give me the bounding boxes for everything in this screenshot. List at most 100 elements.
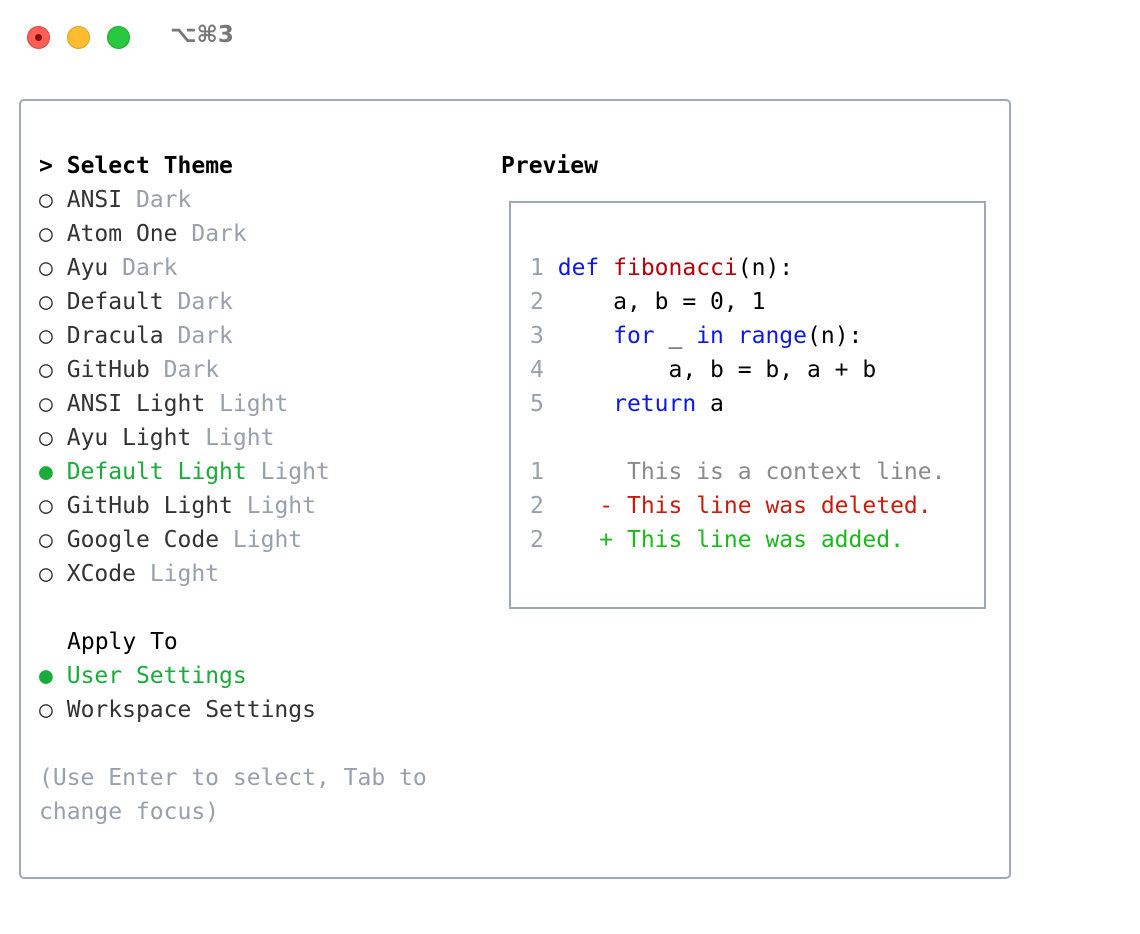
radio-empty-icon: ○ — [39, 289, 53, 315]
code-token: (n): — [737, 255, 794, 281]
diff-sign: + — [599, 527, 614, 553]
theme-option[interactable]: ○ ANSI Light Light — [39, 387, 288, 421]
theme-option[interactable]: ○ GitHub Dark — [39, 353, 219, 387]
theme-name: Ayu Light — [66, 425, 192, 451]
theme-type: Dark — [177, 289, 233, 315]
theme-type: Light — [219, 391, 289, 417]
line-number: 4 — [530, 357, 544, 383]
theme-type: Dark — [163, 357, 220, 383]
diff-text: This line was deleted. — [626, 493, 932, 519]
window-title: ⌥⌘3 — [170, 22, 234, 48]
diff-text: This is a context line. — [626, 459, 946, 485]
line-number: 1 — [530, 459, 544, 485]
hint-line-2: change focus) — [39, 799, 220, 825]
code-token: a, b = b, a + b — [557, 357, 877, 383]
radio-empty-icon: ○ — [39, 357, 53, 383]
theme-name: GitHub — [66, 357, 150, 383]
close-button[interactable] — [27, 26, 50, 49]
code-token: for — [613, 323, 655, 349]
theme-option[interactable]: ○ GitHub Light Light — [39, 489, 316, 523]
code-token: in — [696, 323, 724, 349]
theme-option[interactable]: ○ XCode Light — [39, 557, 219, 591]
theme-option[interactable]: ○ Default Dark — [39, 285, 233, 319]
theme-type: Light — [260, 459, 330, 485]
radio-empty-icon: ○ — [39, 425, 53, 451]
theme-option[interactable]: ○ Atom One Dark — [39, 217, 247, 251]
code-token: a — [696, 391, 724, 417]
radio-empty-icon: ○ — [39, 493, 53, 519]
theme-type: Dark — [135, 187, 192, 213]
code-token: def — [557, 255, 600, 281]
heading-text: Select Theme — [66, 153, 233, 179]
apply-option-label: User Settings — [66, 663, 247, 689]
apply-option-label: Workspace Settings — [66, 697, 316, 723]
apply-to-heading: Apply To — [67, 629, 178, 655]
diff-line: 2 + This line was added. — [530, 523, 904, 557]
theme-type: Light — [232, 527, 303, 553]
theme-name: Ayu — [66, 255, 109, 281]
theme-name: GitHub Light — [66, 493, 233, 519]
theme-option[interactable]: ● Default Light Light — [39, 455, 330, 489]
theme-type: Dark — [177, 323, 233, 349]
line-number: 2 — [530, 527, 544, 553]
code-token: a, b = 0, 1 — [557, 289, 766, 315]
preview-box — [509, 201, 986, 609]
minimize-button[interactable] — [67, 26, 90, 49]
theme-option[interactable]: ○ Ayu Dark — [39, 251, 178, 285]
radio-empty-icon: ○ — [39, 391, 53, 417]
code-token: _ — [654, 323, 697, 349]
radio-selected-icon: ● — [39, 663, 53, 689]
theme-name: Default — [66, 289, 164, 315]
code-token: range — [737, 323, 808, 349]
theme-dialog — [19, 99, 1011, 879]
theme-name: XCode — [66, 561, 136, 587]
diff-text: This line was added. — [626, 527, 904, 553]
code-line: 1 def fibonacci(n): — [530, 251, 793, 285]
line-number: 1 — [530, 255, 544, 281]
radio-selected-icon: ● — [39, 459, 53, 485]
diff-line: 2 - This line was deleted. — [530, 489, 932, 523]
apply-option[interactable]: ● User Settings — [39, 659, 247, 693]
radio-empty-icon: ○ — [39, 323, 53, 349]
theme-name: ANSI — [66, 187, 123, 213]
theme-type: Light — [205, 425, 275, 451]
line-number: 2 — [530, 289, 544, 315]
code-line: 3 for _ in range(n): — [530, 319, 862, 353]
radio-empty-icon: ○ — [39, 561, 53, 587]
theme-option[interactable]: ○ Dracula Dark — [39, 319, 233, 353]
theme-type: Light — [246, 493, 316, 519]
code-token — [599, 255, 613, 281]
apply-option[interactable]: ○ Workspace Settings — [39, 693, 316, 727]
theme-type: Dark — [191, 221, 247, 247]
line-number: 5 — [530, 391, 544, 417]
code-line: 5 return a — [530, 387, 724, 421]
code-token — [724, 323, 738, 349]
theme-name: Default Light — [66, 459, 247, 485]
preview-heading: Preview — [501, 153, 598, 179]
theme-name: ANSI Light — [66, 391, 206, 417]
theme-type: Dark — [122, 255, 178, 281]
code-token — [558, 323, 613, 349]
code-token — [558, 391, 613, 417]
code-token: fibonacci — [613, 255, 738, 281]
diff-sign: - — [599, 493, 614, 519]
theme-list-heading: > Select Theme — [39, 149, 233, 183]
radio-empty-icon: ○ — [39, 697, 53, 723]
diff-line: 1 This is a context line. — [530, 455, 945, 489]
theme-name: Google Code — [66, 527, 220, 553]
code-token: (n): — [807, 323, 863, 349]
code-token: return — [613, 391, 697, 417]
theme-option[interactable]: ○ Google Code Light — [39, 523, 302, 557]
radio-empty-icon: ○ — [39, 527, 53, 553]
diff-sign — [599, 459, 613, 485]
focus-prompt: > — [39, 153, 53, 179]
theme-name: Dracula — [66, 323, 164, 349]
zoom-button[interactable] — [107, 26, 130, 49]
radio-empty-icon: ○ — [39, 221, 53, 247]
code-line: 4 a, b = b, a + b — [530, 353, 876, 387]
hint-line-1: (Use Enter to select, Tab to — [39, 765, 427, 791]
radio-empty-icon: ○ — [39, 255, 53, 281]
theme-option[interactable]: ○ Ayu Light Light — [39, 421, 274, 455]
theme-type: Light — [149, 561, 220, 587]
theme-option[interactable]: ○ ANSI Dark — [39, 183, 191, 217]
